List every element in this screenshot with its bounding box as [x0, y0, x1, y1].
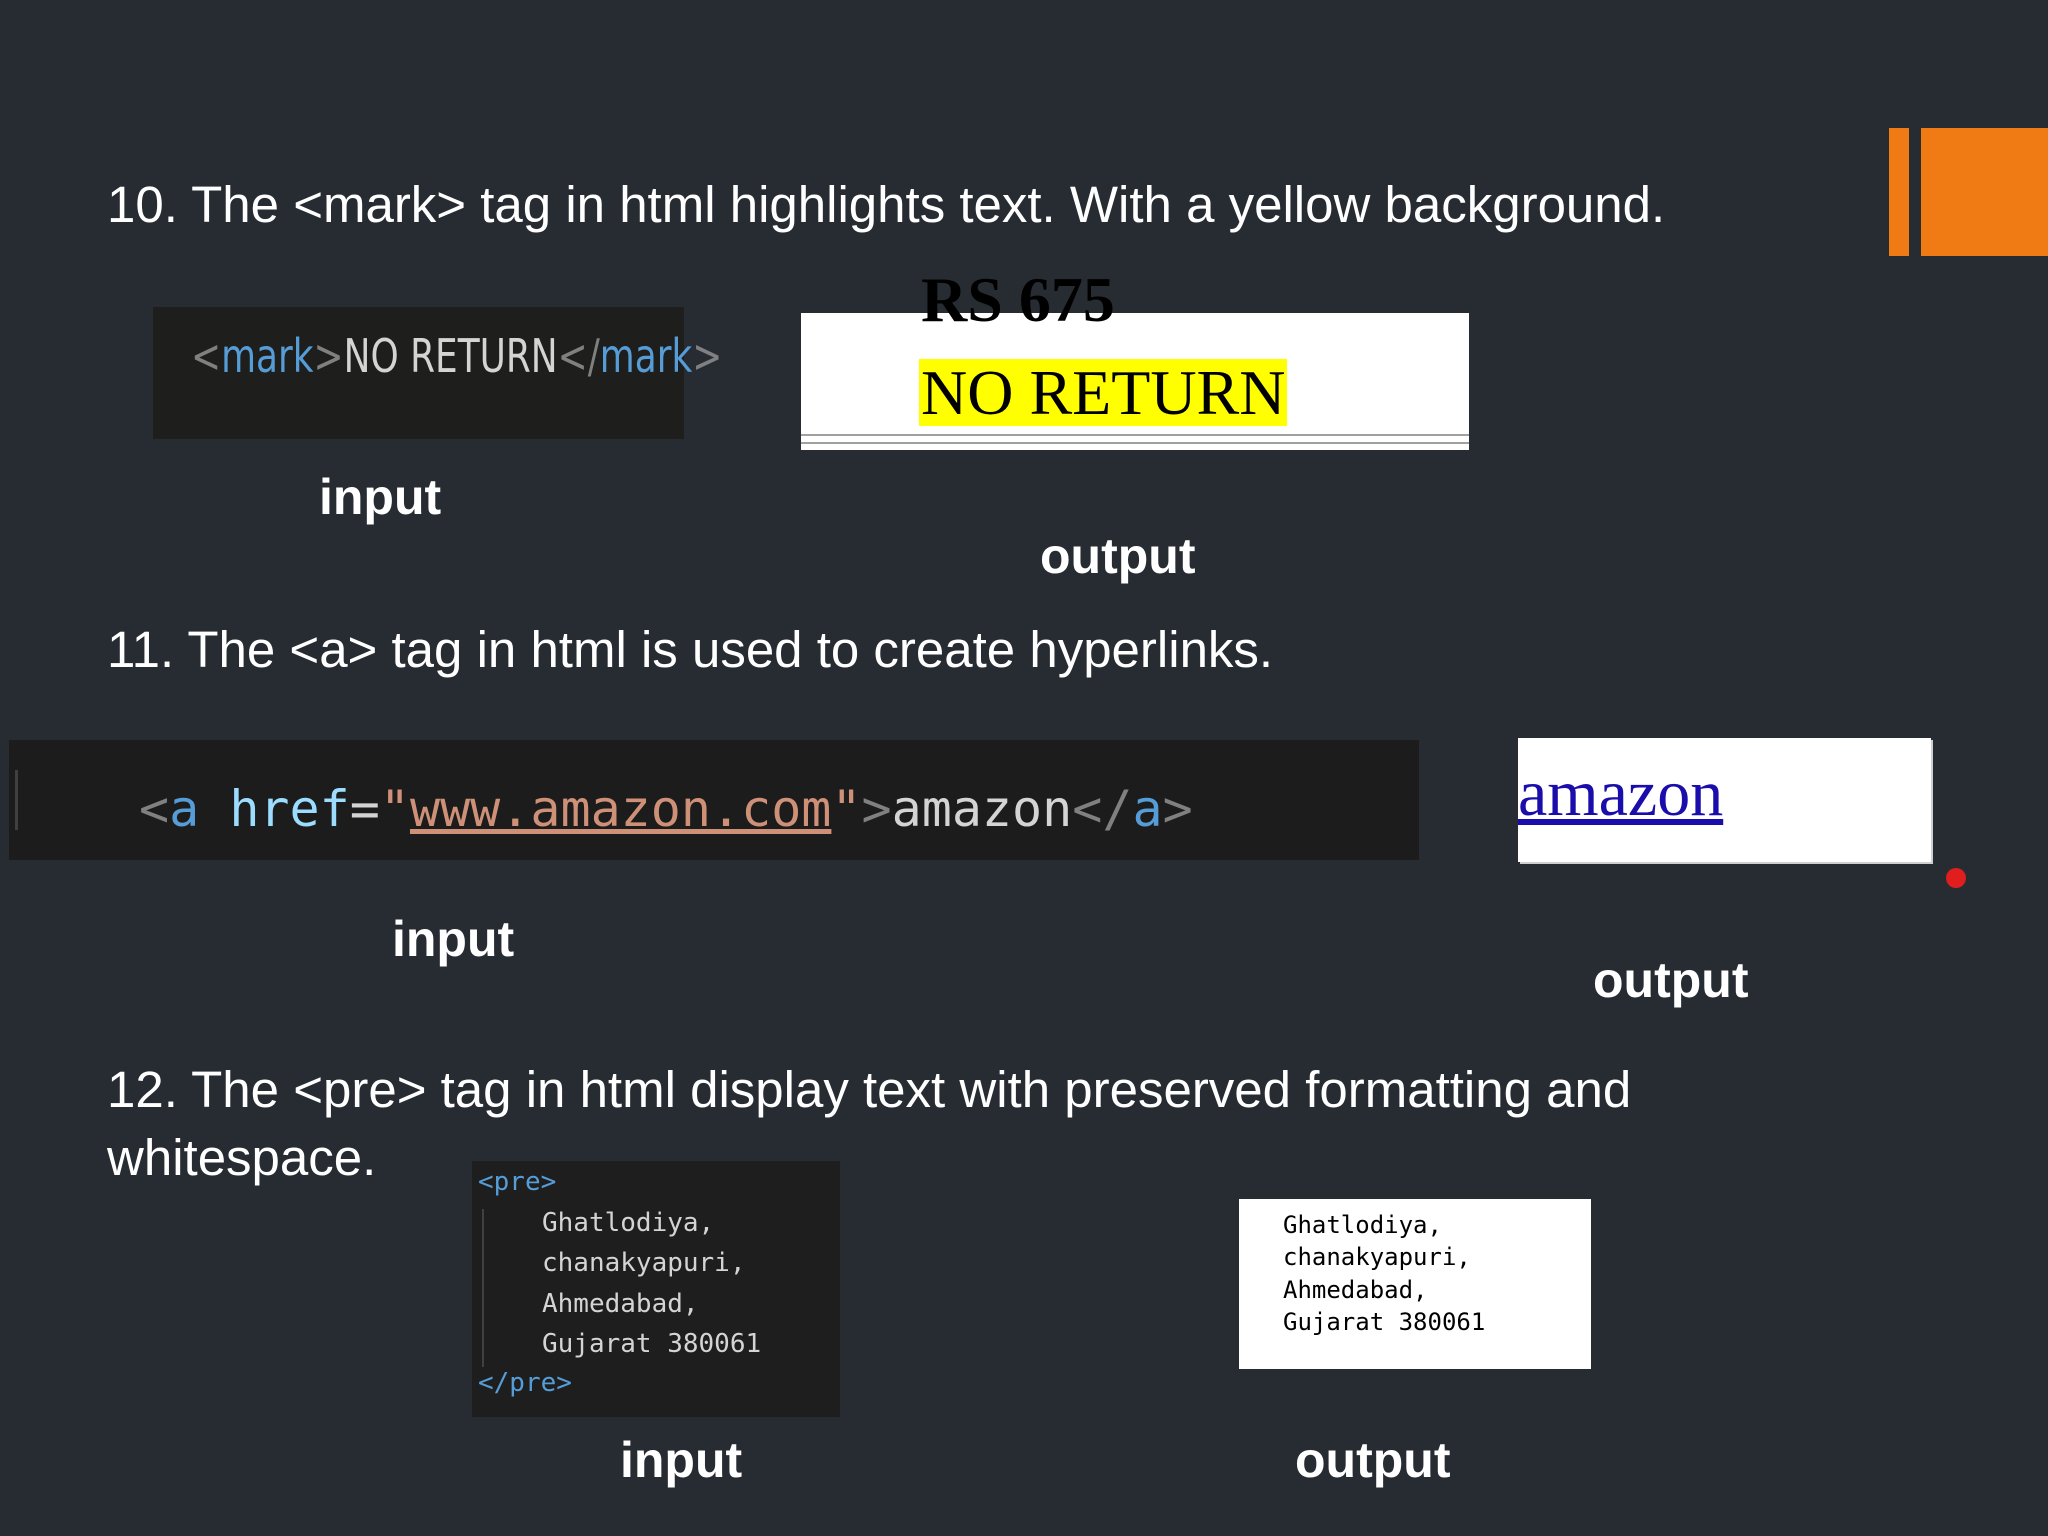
mark-output-partial-text: RS 675 — [921, 264, 1115, 335]
code-token-close-lt: </ — [557, 329, 600, 383]
code-token-close-gt: > — [692, 329, 723, 383]
code-token-close-gt: > — [1162, 780, 1193, 838]
code-token-close-tag: a — [1132, 780, 1163, 838]
code-token-gt: > — [861, 780, 892, 838]
section-12-heading-line1: 12. The <pre> tag in html display text w… — [107, 1061, 1632, 1118]
accent-bar-block — [1921, 128, 2048, 256]
mark-output-bottom-rule-2 — [801, 442, 1469, 444]
anchor-input-code-line: <a href="www.amazon.com">amazon</a> — [139, 780, 1193, 838]
mark-output-caption: output — [1040, 528, 1196, 584]
pre-output-caption: output — [1295, 1432, 1451, 1488]
anchor-input-code-panel: <a href="www.amazon.com">amazon</a> — [9, 740, 1419, 860]
accent-bar-thin — [1889, 128, 1909, 256]
section-11-heading: 11. The <a> tag in html is used to creat… — [107, 621, 1274, 678]
section-12-heading-line2: whitespace. — [107, 1129, 377, 1186]
code-token-lt: < — [139, 780, 170, 838]
mark-output-panel: RS 675 NO RETURN — [801, 264, 1469, 450]
mark-output-highlighted-text: NO RETURN — [919, 357, 1288, 428]
code-token-tag: a — [169, 780, 200, 838]
pre-input-close-tag: </pre> — [478, 1368, 572, 1398]
code-gutter-line — [15, 770, 18, 830]
pre-input-line-4: Gujarat 380061 — [542, 1329, 762, 1359]
pre-output-line-3: Ahmedabad, — [1283, 1276, 1428, 1304]
code-token-tag: mark — [221, 329, 314, 383]
pre-output-line-1: Ghatlodiya, — [1283, 1211, 1442, 1239]
code-token-content: NO RETURN — [343, 329, 558, 383]
code-token-lt: < — [191, 329, 222, 383]
mark-input-code-line: <mark>NO RETURN</mark> — [191, 329, 722, 383]
code-token-link-text: amazon — [891, 780, 1073, 838]
pre-input-line-3: Ahmedabad, — [542, 1289, 699, 1319]
amazon-link[interactable]: amazon — [1518, 757, 1724, 830]
pre-input-line-1: Ghatlodiya, — [542, 1208, 715, 1238]
code-token-quote: " — [379, 780, 410, 838]
code-token-gt: > — [313, 329, 344, 383]
code-token-eq: = — [349, 780, 380, 838]
code-indent-guide — [482, 1209, 484, 1367]
code-token-close-lt: </ — [1072, 780, 1133, 838]
pre-input-line-2: chanakyapuri, — [542, 1248, 746, 1278]
pre-output-panel: Ghatlodiya, chanakyapuri, Ahmedabad, Guj… — [1239, 1199, 1591, 1369]
pre-input-code-panel: <pre> Ghatlodiya, chanakyapuri, Ahmedaba… — [472, 1161, 840, 1417]
pre-input-caption: input — [620, 1432, 743, 1488]
pre-input-open-tag: <pre> — [478, 1167, 557, 1197]
section-10-heading: 10. The <mark> tag in html highlights te… — [107, 176, 1666, 233]
code-token-url: www.amazon.com — [409, 780, 832, 838]
pre-output-line-4: Gujarat 380061 — [1283, 1308, 1486, 1336]
anchor-output-caption: output — [1593, 952, 1749, 1008]
mark-output-bottom-rule — [801, 434, 1469, 436]
red-dot — [1946, 868, 1966, 888]
mark-input-caption: input — [319, 469, 442, 525]
anchor-input-caption: input — [392, 911, 515, 967]
anchor-output-panel: amazon — [1518, 738, 1931, 862]
mark-input-code-panel: <mark>NO RETURN</mark> — [153, 307, 722, 439]
code-token-attr: href — [229, 780, 350, 838]
code-token-quote-close: " — [831, 780, 862, 838]
pre-output-line-2: chanakyapuri, — [1283, 1243, 1471, 1271]
code-token-close-tag: mark — [599, 329, 693, 383]
